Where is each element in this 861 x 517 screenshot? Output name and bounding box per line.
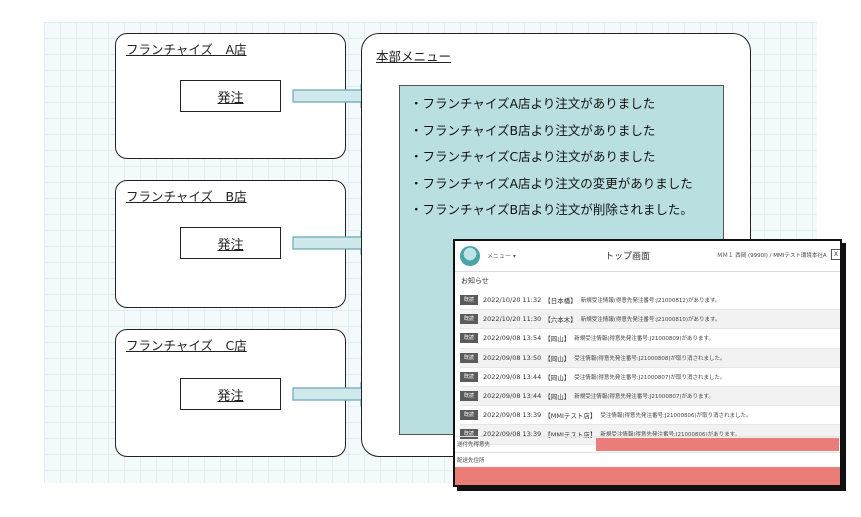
notification-item: ・フランチャイズB店より注文がありました [410,122,656,138]
notice-text: 新規受注情報(得意先発注番号:J21000809)があります。 [574,336,714,343]
notice-date: 2022/09/08 13:44 [483,392,542,401]
read-badge: 既読 [460,333,478,344]
notice-row[interactable]: 既読 2022/09/08 13:44 【岡山】 受注情報(得意先発注番号:J2… [460,368,840,387]
notification-item: ・フランチャイズA店より注文の変更がありました [410,175,693,191]
form-row: 送付先得意先 [455,436,840,452]
notice-date: 2022/10/20 11:32 [483,296,542,305]
store-b-title: フランチャイズ B店 [126,189,247,204]
store-c-order-button[interactable]: 発注 [180,378,281,410]
notice-shop: 【MMIテスト店】 [544,412,597,421]
app-header: メニュー ▾ トップ画面 ＭＭ１ 西岡 (9990I) / MMIテスト環境本社… [455,241,840,272]
notice-row[interactable]: 既読 2022/09/08 13:50 【岡山】 受注情報(得意先発注番号:J2… [460,348,840,368]
hq-menu-title: 本部メニュー [376,49,452,64]
read-badge: 既読 [460,391,478,402]
form-row: 配送先住所 [455,452,840,468]
notification-item: ・フランチャイズA店より注文がありました [410,96,656,111]
notice-date: 2022/09/08 13:54 [483,334,542,343]
menu-dropdown[interactable]: メニュー ▾ [487,253,516,260]
notice-text: 受注情報(得意先発注番号:J21000806)が取り消されました。 [600,413,752,420]
store-a-order-button[interactable]: 発注 [180,80,281,112]
notice-shop: 【岡山】 [544,393,571,402]
logo-icon [460,246,480,266]
close-icon[interactable]: Ｘ [831,249,840,260]
read-badge: 既読 [460,352,478,363]
app-screenshot: メニュー ▾ トップ画面 ＭＭ１ 西岡 (9990I) / MMIテスト環境本社… [453,239,842,487]
read-badge: 既読 [460,314,478,325]
notice-heading: お知らせ [461,277,489,285]
read-badge: 既読 [460,429,478,440]
notice-row[interactable]: 既読 2022/10/20 11:30 【六本木】 新規受注情報(得意先発注番号… [460,310,840,330]
read-badge: 既読 [460,295,478,306]
notification-item: ・フランチャイズC店より注文がありました [410,149,656,164]
notice-row[interactable]: 既読 2022/09/08 13:39 【MMIテスト店】 受注情報(得意先発注… [460,406,840,426]
notice-shop: 【岡山】 [544,373,571,382]
notice-row[interactable]: 既読 2022/09/08 13:54 【岡山】 新規受注情報(得意先発注番号:… [460,329,840,349]
notice-shop: 【岡山】 [544,335,571,344]
notice-shop: 【日本橋】 [544,297,577,306]
notice-list: 既読 2022/10/20 11:32 【日本橋】 新規受注情報(得意先発注番号… [460,291,840,445]
read-badge: 既読 [460,410,478,421]
notice-date: 2022/10/20 11:30 [483,315,542,324]
footer-bar [455,467,840,485]
notice-text: 新規受注情報(得意先発注番号:J21000807)があります。 [574,394,714,401]
store-c-title: フランチャイズ C店 [126,338,247,353]
user-info: ＭＭ１ 西岡 (9990I) / MMIテスト環境本社A [717,253,827,259]
notice-shop: 【六本木】 [544,316,577,325]
notice-shop: 【MMIテスト店】 [544,431,597,440]
notice-date: 2022/09/08 13:50 [483,353,542,362]
notice-row[interactable]: 既読 2022/10/20 11:32 【日本橋】 新規受注情報(得意先発注番号… [460,291,840,311]
notification-item: ・フランチャイズB店より注文が削除されました。 [410,202,693,217]
store-a-title: フランチャイズ A店 [126,42,247,57]
notice-text: 受注情報(得意先発注番号:J21000808)が取り消されました。 [574,355,726,362]
notice-text: 新規受注情報(得意先発注番号:J21000812)があります。 [580,298,721,305]
form-label: 送付先得意先 [457,442,491,448]
notice-date: 2022/09/08 13:39 [483,430,542,439]
notice-row[interactable]: 既読 2022/09/08 13:44 【岡山】 新規受注情報(得意先発注番号:… [460,386,840,407]
notice-date: 2022/09/08 13:39 [483,411,542,420]
notice-date: 2022/09/08 13:44 [483,372,542,381]
notice-shop: 【岡山】 [544,354,571,363]
notice-text: 新規受注情報(得意先発注番号:J21000810)があります。 [580,317,721,324]
notice-text: 受注情報(得意先発注番号:J21000807)が取り消されました。 [574,374,726,381]
store-b-order-button[interactable]: 発注 [180,227,281,259]
notice-text: 新規受注情報(得意先発注番号:J21000806)があります。 [600,432,741,439]
customer-field[interactable] [596,438,839,451]
page-title: トップ画面 [605,252,651,262]
form-label: 配送先住所 [457,458,485,464]
read-badge: 既読 [460,371,478,382]
